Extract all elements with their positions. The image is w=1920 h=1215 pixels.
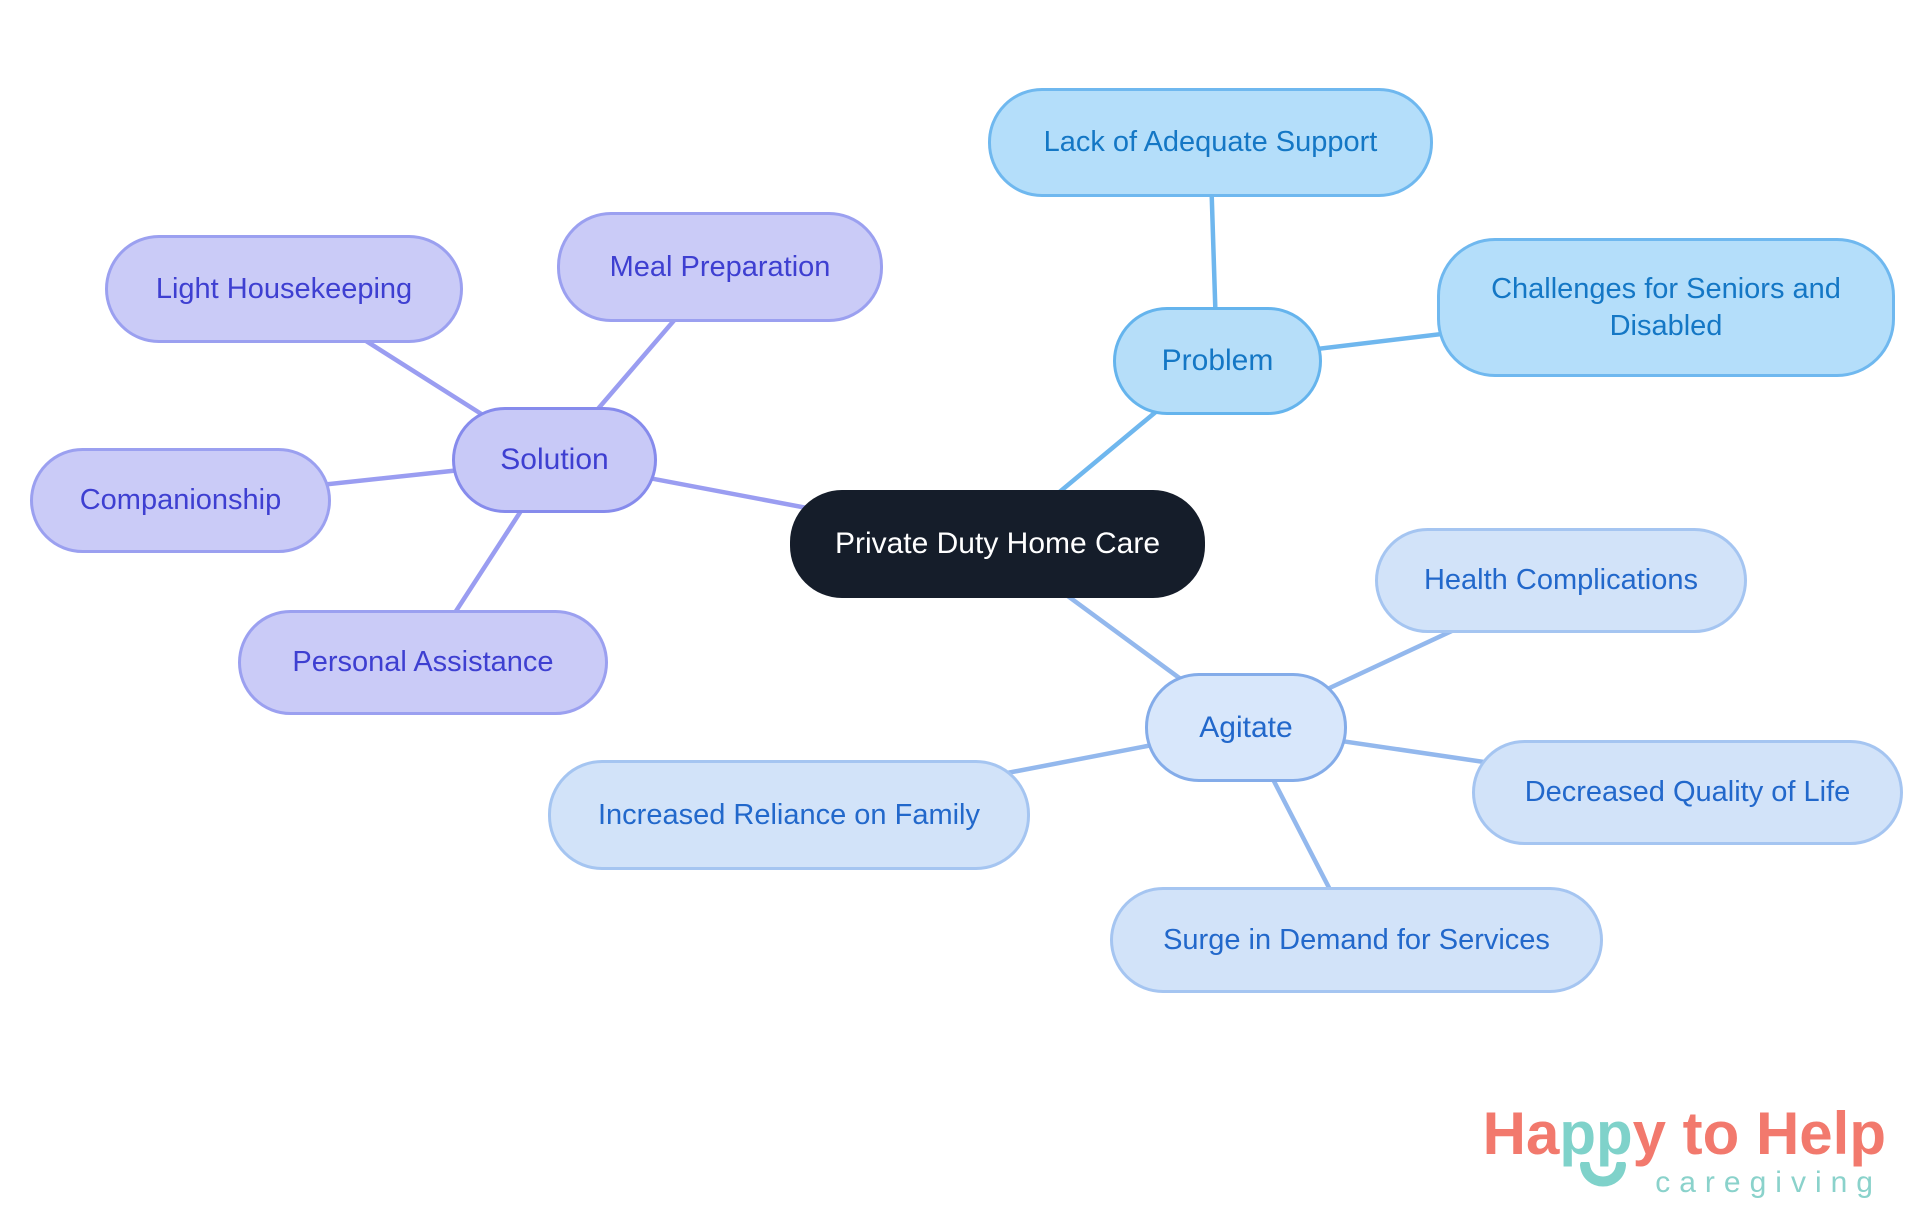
logo-title: Happy to Help [1483, 1104, 1886, 1187]
logo-title-segment-1: Ha [1482, 1100, 1560, 1167]
node-surge-in-demand-for-services[interactable]: Surge in Demand for Services [1110, 887, 1603, 993]
node-agitate[interactable]: Agitate [1145, 673, 1347, 782]
node-light-housekeeping[interactable]: Light Housekeeping [105, 235, 463, 343]
logo-title-segment-2: pp [1559, 1100, 1633, 1167]
node-central-private-duty-home-care[interactable]: Private Duty Home Care [790, 490, 1205, 598]
node-challenges-for-seniors-and-disabled[interactable]: Challenges for Seniors and Disabled [1437, 238, 1895, 377]
node-problem[interactable]: Problem [1113, 307, 1322, 415]
node-companionship[interactable]: Companionship [30, 448, 331, 553]
node-personal-assistance[interactable]: Personal Assistance [238, 610, 608, 715]
happy-to-help-logo: Happy to Help caregiving [1483, 1104, 1886, 1198]
node-decreased-quality-of-life[interactable]: Decreased Quality of Life [1472, 740, 1903, 845]
logo-subtitle: caregiving [1655, 1166, 1882, 1199]
smile-icon [1579, 1162, 1626, 1187]
node-health-complications[interactable]: Health Complications [1375, 528, 1747, 633]
logo-title-segment-3: y to Help [1632, 1100, 1886, 1167]
node-increased-reliance-on-family[interactable]: Increased Reliance on Family [548, 760, 1030, 870]
node-solution[interactable]: Solution [452, 407, 657, 513]
node-meal-preparation[interactable]: Meal Preparation [557, 212, 883, 322]
node-lack-of-adequate-support[interactable]: Lack of Adequate Support [988, 88, 1433, 197]
